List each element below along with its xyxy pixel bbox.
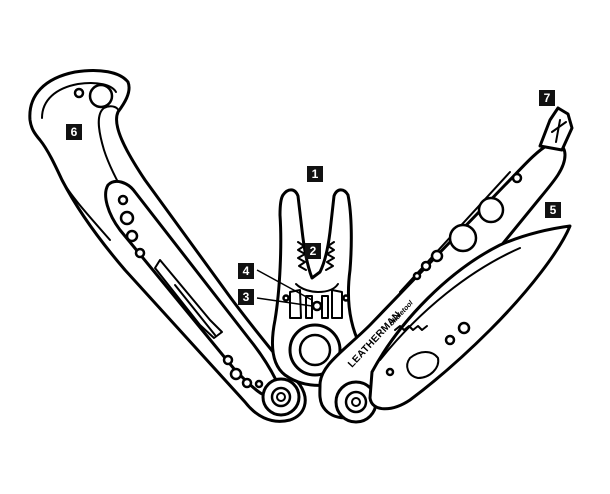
callout-7-label: 7 bbox=[544, 91, 551, 105]
knife-blade bbox=[368, 224, 572, 411]
callout-2-label: 2 bbox=[310, 244, 317, 258]
callout-2: 2 bbox=[305, 243, 321, 259]
callout-5-label: 5 bbox=[550, 203, 557, 217]
callout-4-label: 4 bbox=[243, 264, 250, 278]
left-handle bbox=[28, 68, 307, 423]
callout-3: 3 bbox=[238, 289, 254, 305]
leader-lines bbox=[256, 269, 313, 307]
callout-1-label: 1 bbox=[312, 167, 319, 181]
callout-6: 6 bbox=[66, 124, 82, 140]
callout-6-label: 6 bbox=[71, 125, 78, 139]
callout-4: 4 bbox=[238, 263, 254, 279]
callout-3-label: 3 bbox=[243, 290, 250, 304]
callout-5: 5 bbox=[545, 202, 561, 218]
callout-7: 7 bbox=[539, 90, 555, 106]
pliers-head bbox=[271, 188, 365, 387]
callout-1: 1 bbox=[307, 166, 323, 182]
